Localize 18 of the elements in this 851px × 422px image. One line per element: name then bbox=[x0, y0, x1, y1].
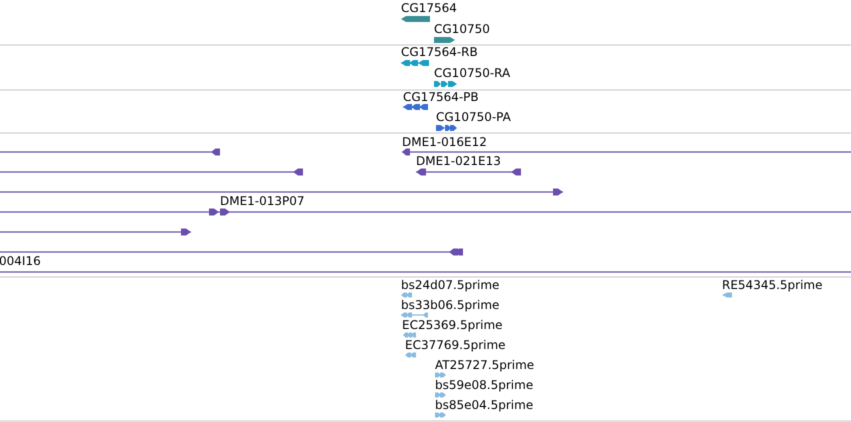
feature-label: bs24d07.5prime bbox=[401, 278, 500, 292]
feature-label: EC37769.5prime bbox=[405, 338, 506, 352]
feature-label: bs33b06.5prime bbox=[401, 298, 500, 312]
feature-label: CG17564-PB bbox=[403, 90, 479, 104]
feature-label: EC25369.5prime bbox=[402, 318, 503, 332]
feature-label: CG10750-RA bbox=[434, 66, 510, 80]
feature-label: CG10750-PA bbox=[436, 110, 511, 124]
feature-label: RE54345.5prime bbox=[722, 278, 822, 292]
feature-label: 004I16 bbox=[0, 254, 41, 268]
feature-label: AT25727.5prime bbox=[435, 358, 534, 372]
feature-label: CG17564 bbox=[401, 1, 457, 15]
feature-label: CG10750 bbox=[434, 22, 490, 36]
feature-label: bs59e08.5prime bbox=[435, 378, 534, 392]
feature-label: bs85e04.5prime bbox=[435, 398, 534, 412]
feature-label: DME1-016E12 bbox=[402, 135, 487, 149]
feature-label: DME1-021E13 bbox=[416, 154, 501, 168]
feature-label: CG17564-RB bbox=[401, 45, 478, 59]
feature-label: DME1-013P07 bbox=[220, 194, 305, 208]
